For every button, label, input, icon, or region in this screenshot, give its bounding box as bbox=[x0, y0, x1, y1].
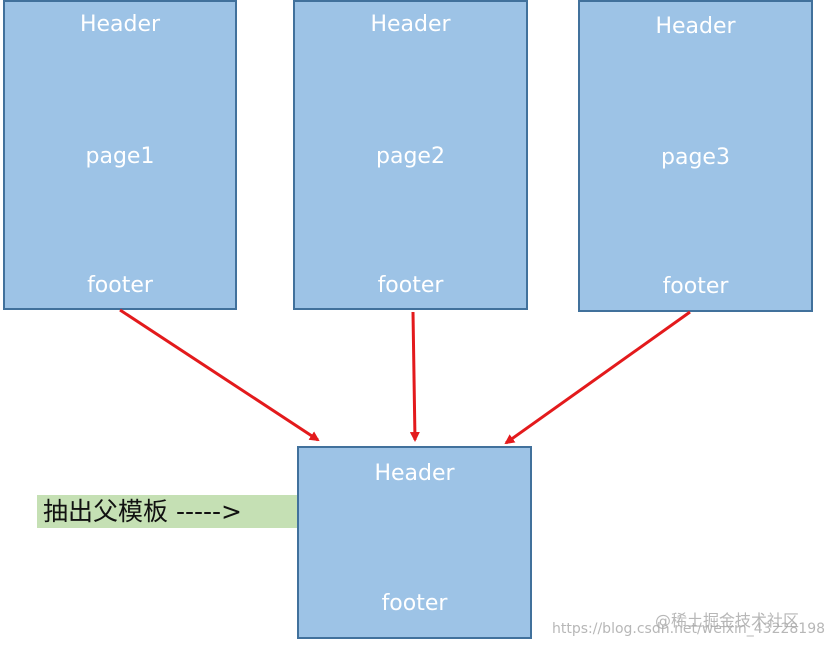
page2-content-text: page2 bbox=[376, 144, 445, 169]
page1-content-text: page1 bbox=[85, 144, 155, 169]
page1-template-box: Header page1 footer bbox=[3, 0, 237, 310]
page1-header-text: Header bbox=[79, 12, 161, 37]
arrow-page3-to-parent bbox=[504, 310, 691, 445]
parent-template-box: Header footer bbox=[297, 446, 532, 639]
page3-template-box: Header page3 footer bbox=[578, 0, 813, 312]
extract-parent-label: 抽出父模板 -----> bbox=[37, 495, 297, 528]
page2-template-box: Header page2 footer bbox=[293, 0, 528, 310]
parent-footer-text: footer bbox=[381, 591, 448, 616]
page3-footer-text: footer bbox=[662, 274, 729, 299]
arrow-page1-to-parent bbox=[119, 308, 320, 442]
page3-content-text: page3 bbox=[661, 145, 730, 170]
parent-header-text: Header bbox=[374, 461, 455, 486]
page2-header-text: Header bbox=[370, 12, 451, 37]
page2-footer-text: footer bbox=[377, 273, 444, 298]
page1-footer-text: footer bbox=[87, 273, 153, 298]
page3-header-text: Header bbox=[655, 14, 736, 39]
arrow-page2-to-parent bbox=[409, 311, 420, 442]
watermark-url: https://blog.csdn.net/weixin_43228198 bbox=[552, 621, 826, 637]
watermark-site: @稀土掘金技术社区 bbox=[655, 611, 800, 630]
